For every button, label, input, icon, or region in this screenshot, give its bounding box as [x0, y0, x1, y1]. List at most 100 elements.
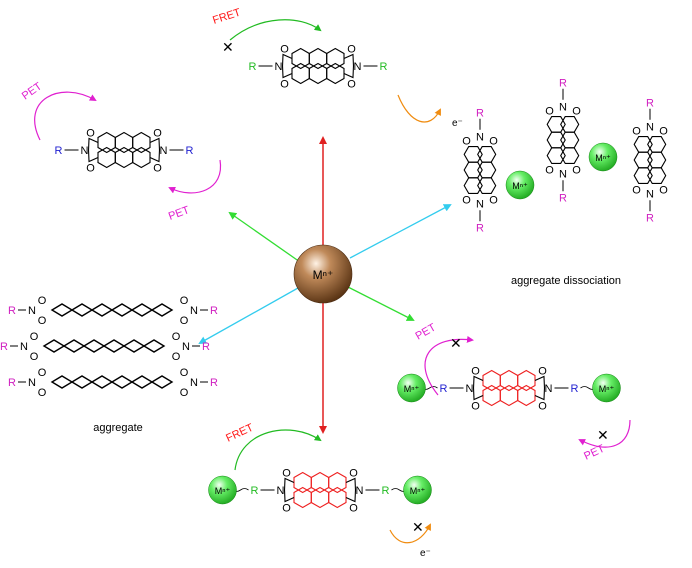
- imide-bond: [87, 137, 99, 151]
- oxygen-atom: O: [38, 295, 47, 307]
- oxygen-atom: O: [632, 184, 641, 196]
- r-substituent: R: [55, 145, 63, 157]
- pet-label-left-upper: PET: [20, 80, 45, 102]
- oxygen-atom: O: [659, 126, 668, 138]
- ring: [70, 375, 94, 389]
- ring: [310, 471, 330, 494]
- ring: [82, 339, 106, 353]
- nitrogen-atom: N: [190, 305, 198, 317]
- ring: [291, 62, 310, 85]
- r-substituent: R: [646, 98, 654, 110]
- r-substituent: R: [210, 377, 218, 389]
- oxygen-atom: O: [349, 503, 358, 515]
- oxygen-atom: O: [180, 295, 189, 307]
- pet-arrow-right-lower: [578, 419, 631, 448]
- oxygen-atom: O: [282, 503, 291, 515]
- oxygen-atom: O: [38, 315, 47, 327]
- caption-aggregate: aggregate: [93, 422, 143, 434]
- arrow-lower-right: [347, 286, 415, 321]
- ring: [42, 339, 66, 353]
- oxygen-atom: O: [280, 79, 289, 91]
- nitrogen-atom: N: [20, 341, 28, 353]
- ring: [326, 47, 345, 70]
- metal-ion-sphere: [397, 373, 426, 403]
- ring: [560, 147, 580, 164]
- metal-ion-sphere: [505, 170, 535, 200]
- oxygen-atom: O: [153, 163, 162, 175]
- oxygen-atom: O: [572, 164, 581, 176]
- ring: [482, 369, 501, 392]
- ring: [293, 471, 312, 494]
- oxygen-atom: O: [572, 106, 581, 118]
- r-substituent: R: [249, 61, 257, 73]
- r-substituent: R: [380, 61, 388, 73]
- pdi-vertical-core: [633, 136, 667, 184]
- oxygen-atom: O: [282, 468, 291, 480]
- nitrogen-atom: N: [277, 485, 285, 497]
- ring: [633, 151, 653, 169]
- electron-arrow-top: [397, 94, 441, 123]
- oxygen-atom: O: [349, 468, 358, 480]
- pdi-vertical-core: [546, 116, 580, 164]
- oxygen-atom: O: [153, 128, 162, 140]
- imide-bond: [472, 387, 484, 401]
- ring: [130, 375, 154, 389]
- arrow-lower-left: [198, 287, 299, 344]
- nitrogen-atom: N: [559, 102, 567, 114]
- imide-bond: [534, 387, 546, 401]
- imide-bond: [472, 375, 484, 389]
- fret-arrow-bottom: [234, 429, 322, 471]
- ring: [477, 146, 497, 163]
- metal-ion-label: Mⁿ⁺: [404, 384, 420, 394]
- r-substituent: R: [559, 192, 567, 204]
- oxygen-atom: O: [180, 367, 189, 379]
- metal-ion-label: Mⁿ⁺: [215, 486, 231, 496]
- r-substituent: R: [251, 485, 259, 497]
- ring: [477, 161, 497, 179]
- oxygen-atom: O: [538, 401, 547, 413]
- electron-label-bottom: e⁻: [420, 548, 431, 559]
- imide-bond: [345, 477, 357, 491]
- center-ion-label: Mⁿ⁺: [313, 268, 334, 282]
- oxygen-atom: O: [347, 79, 356, 91]
- r-substituent: R: [571, 383, 579, 395]
- ring: [114, 146, 134, 169]
- imide-bond: [149, 137, 161, 151]
- ring: [132, 146, 151, 169]
- oxygen-atom: O: [659, 184, 668, 196]
- ring: [102, 339, 126, 353]
- metal-ion-sphere: [588, 142, 618, 172]
- center-sphere: [293, 244, 353, 304]
- ring: [114, 131, 134, 154]
- pet-label-left-lower: PET: [167, 204, 191, 223]
- oxygen-atom: O: [180, 387, 189, 399]
- ring: [90, 375, 114, 389]
- r-substituent: R: [476, 222, 484, 234]
- ring: [50, 375, 74, 389]
- electron-label-top: e⁻: [452, 118, 463, 129]
- nitrogen-atom: N: [476, 132, 484, 144]
- ring: [633, 167, 653, 184]
- ring: [560, 131, 580, 149]
- fret-arrow-top: [229, 19, 322, 41]
- ring: [132, 131, 151, 154]
- nitrogen-atom: N: [190, 377, 198, 389]
- nitrogen-atom: N: [28, 377, 36, 389]
- nitrogen-atom: N: [28, 305, 36, 317]
- ring: [308, 62, 328, 85]
- oxygen-atom: O: [347, 44, 356, 56]
- ring: [110, 375, 134, 389]
- nitrogen-atom: N: [81, 145, 89, 157]
- ring: [293, 486, 312, 509]
- ring: [499, 384, 519, 407]
- center-metal-ion: Mⁿ⁺: [293, 244, 353, 304]
- ring: [477, 177, 497, 194]
- imide-bond: [534, 375, 546, 389]
- oxygen-atom: O: [38, 387, 47, 399]
